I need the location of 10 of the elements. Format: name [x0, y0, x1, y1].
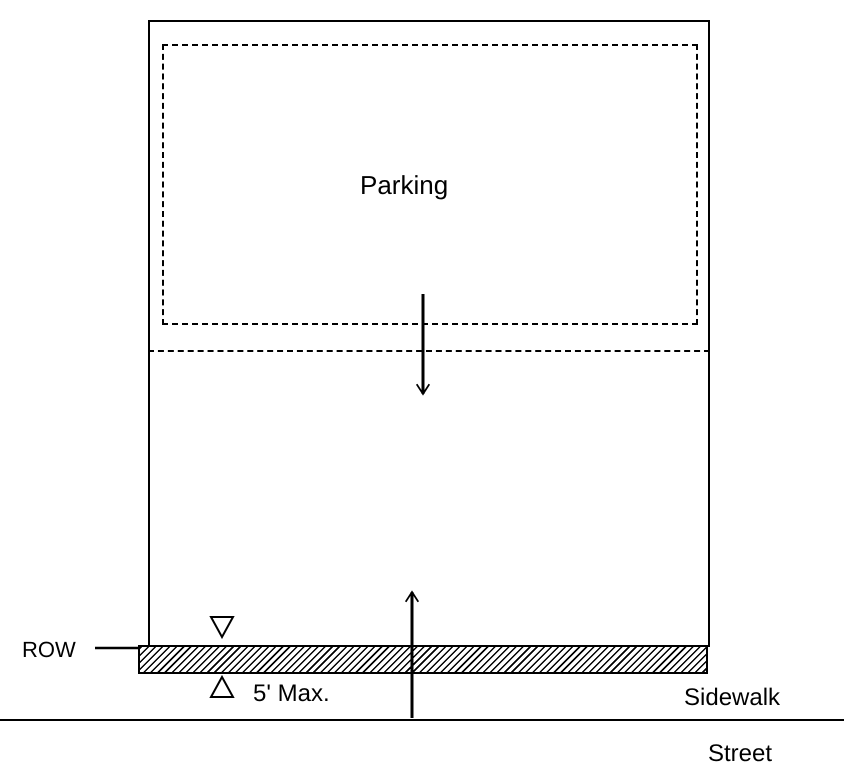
leader-line [95, 646, 138, 650]
row-label: ROW [22, 637, 94, 661]
sidewalk-label: Sidewalk [684, 686, 780, 710]
parking-area [162, 44, 698, 325]
arrow [416, 294, 430, 395]
dimension-label: 5' Max. [253, 682, 330, 706]
street-label: Street [708, 742, 772, 766]
area-label: Parking [360, 172, 448, 198]
arrow [404, 591, 420, 718]
hatched-sidewalk-strip [138, 645, 708, 674]
